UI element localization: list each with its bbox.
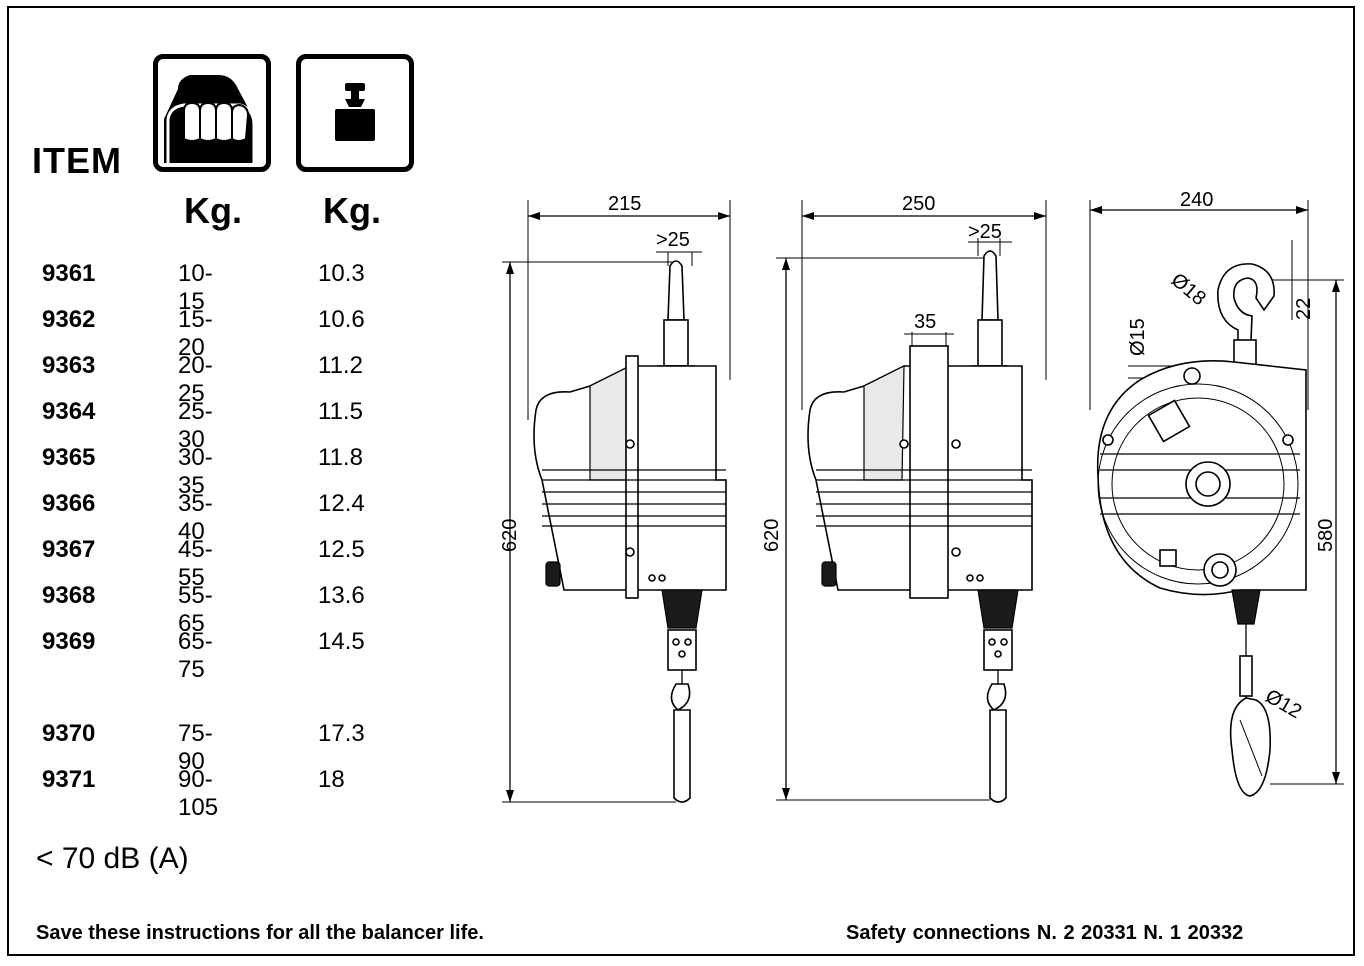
balancer-technical-drawing: 215 >25 620 — [499, 189, 1344, 803]
load-range: 90-105 — [178, 766, 219, 821]
clearance-dimension: >25 — [656, 229, 690, 251]
footer-instructions: Save these instructions for all the bala… — [36, 922, 484, 944]
item-code: 9363 — [42, 352, 96, 379]
item-code: 9367 — [42, 536, 96, 563]
height-dimension: 580 — [1315, 519, 1337, 552]
footer-safety-connections: Safety connections N. 2 20331 N. 1 20332 — [846, 922, 1244, 944]
weight-value: 10.6 — [318, 306, 365, 333]
hook-diameter-dimension: Ø18 — [1167, 269, 1210, 310]
weight-value: 17.3 — [318, 720, 365, 747]
load-range: 65-75 — [178, 628, 213, 683]
load-range: 25-30 — [178, 398, 213, 453]
item-code: 9365 — [42, 444, 96, 471]
hook-gap-dimension: 22 — [1293, 298, 1315, 320]
width-dimension: 250 — [902, 193, 935, 215]
load-unit: Kg. — [184, 190, 242, 231]
load-range: 55-65 — [178, 582, 213, 637]
weight-value: 12.4 — [318, 490, 365, 517]
weight-value: 11.8 — [318, 444, 363, 471]
hand-gripping-handle-icon — [153, 54, 271, 172]
clearance-dimension: >25 — [968, 221, 1002, 243]
side-view-2: 250 >25 35 620 — [761, 193, 1047, 803]
bracket-dimension: 35 — [914, 311, 936, 333]
weight-value: 12.5 — [318, 536, 365, 563]
item-heading: ITEM — [32, 140, 122, 181]
height-dimension: 620 — [761, 519, 783, 552]
weight-value: 11.2 — [318, 352, 363, 379]
front-view: 240 580 22 Ø18 Ø15 Ø12 — [1089, 189, 1344, 797]
weight-value: 10.3 — [318, 260, 365, 287]
side-view-1: 215 >25 620 — [499, 193, 731, 803]
weight-value: 11.5 — [318, 398, 363, 425]
load-range: 30-35 — [178, 444, 213, 499]
load-range: 45-55 — [178, 536, 213, 591]
item-code: 9368 — [42, 582, 96, 609]
page-frame — [7, 6, 1355, 956]
item-code: 9362 — [42, 306, 96, 333]
weight-value: 14.5 — [318, 628, 365, 655]
load-range: 75-90 — [178, 720, 213, 775]
width-dimension: 240 — [1180, 189, 1213, 211]
weight-unit: Kg. — [323, 190, 381, 231]
item-code: 9364 — [42, 398, 96, 425]
item-code: 9370 — [42, 720, 96, 747]
weight-icon — [296, 54, 414, 172]
weight-value: 13.6 — [318, 582, 365, 609]
height-dimension: 620 — [499, 519, 521, 552]
load-range: 15-20 — [178, 306, 213, 361]
item-code: 9371 — [42, 766, 96, 793]
load-range: 10-15 — [178, 260, 213, 315]
noise-level: < 70 dB (A) — [36, 842, 189, 875]
load-range: 20-25 — [178, 352, 213, 407]
item-code: 9361 — [42, 260, 96, 287]
width-dimension: 215 — [608, 193, 641, 215]
weight-value: 18 — [318, 766, 345, 793]
item-code: 9369 — [42, 628, 96, 655]
hole-diameter-dimension: Ø15 — [1127, 318, 1149, 356]
item-code: 9366 — [42, 490, 96, 517]
load-range: 35-40 — [178, 490, 213, 545]
